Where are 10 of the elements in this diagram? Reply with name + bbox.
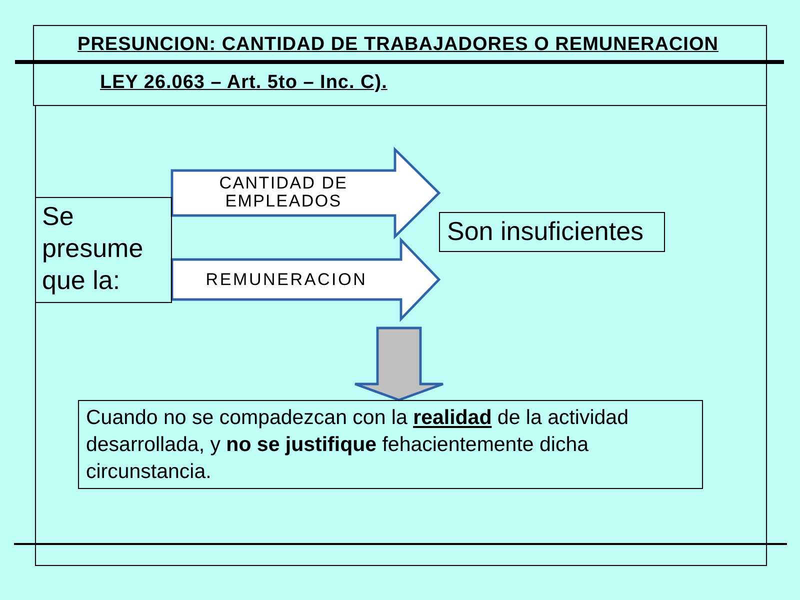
subtitle: LEY 26.063 – Art. 5to – Inc. C). xyxy=(100,72,388,94)
slide-title: PRESUNCION: CANTIDAD DE TRABAJADORES O REMUNERACION xyxy=(78,34,718,56)
block-arrow xyxy=(354,326,444,402)
text-box: Cuando no se compadezcan con la realidad de la actividad desarrollada, y no se justifique fehacientemente dicha circunstancia. xyxy=(78,400,703,489)
text-box: Son insuficientes xyxy=(439,212,665,252)
edge-label: CANTIDAD DE EMPLEADOS xyxy=(218,174,349,212)
block-arrow xyxy=(170,146,441,240)
text-box: Se presume que la: xyxy=(35,197,172,303)
edge-label: REMUNERACION xyxy=(204,270,368,289)
block-arrow xyxy=(170,237,441,322)
